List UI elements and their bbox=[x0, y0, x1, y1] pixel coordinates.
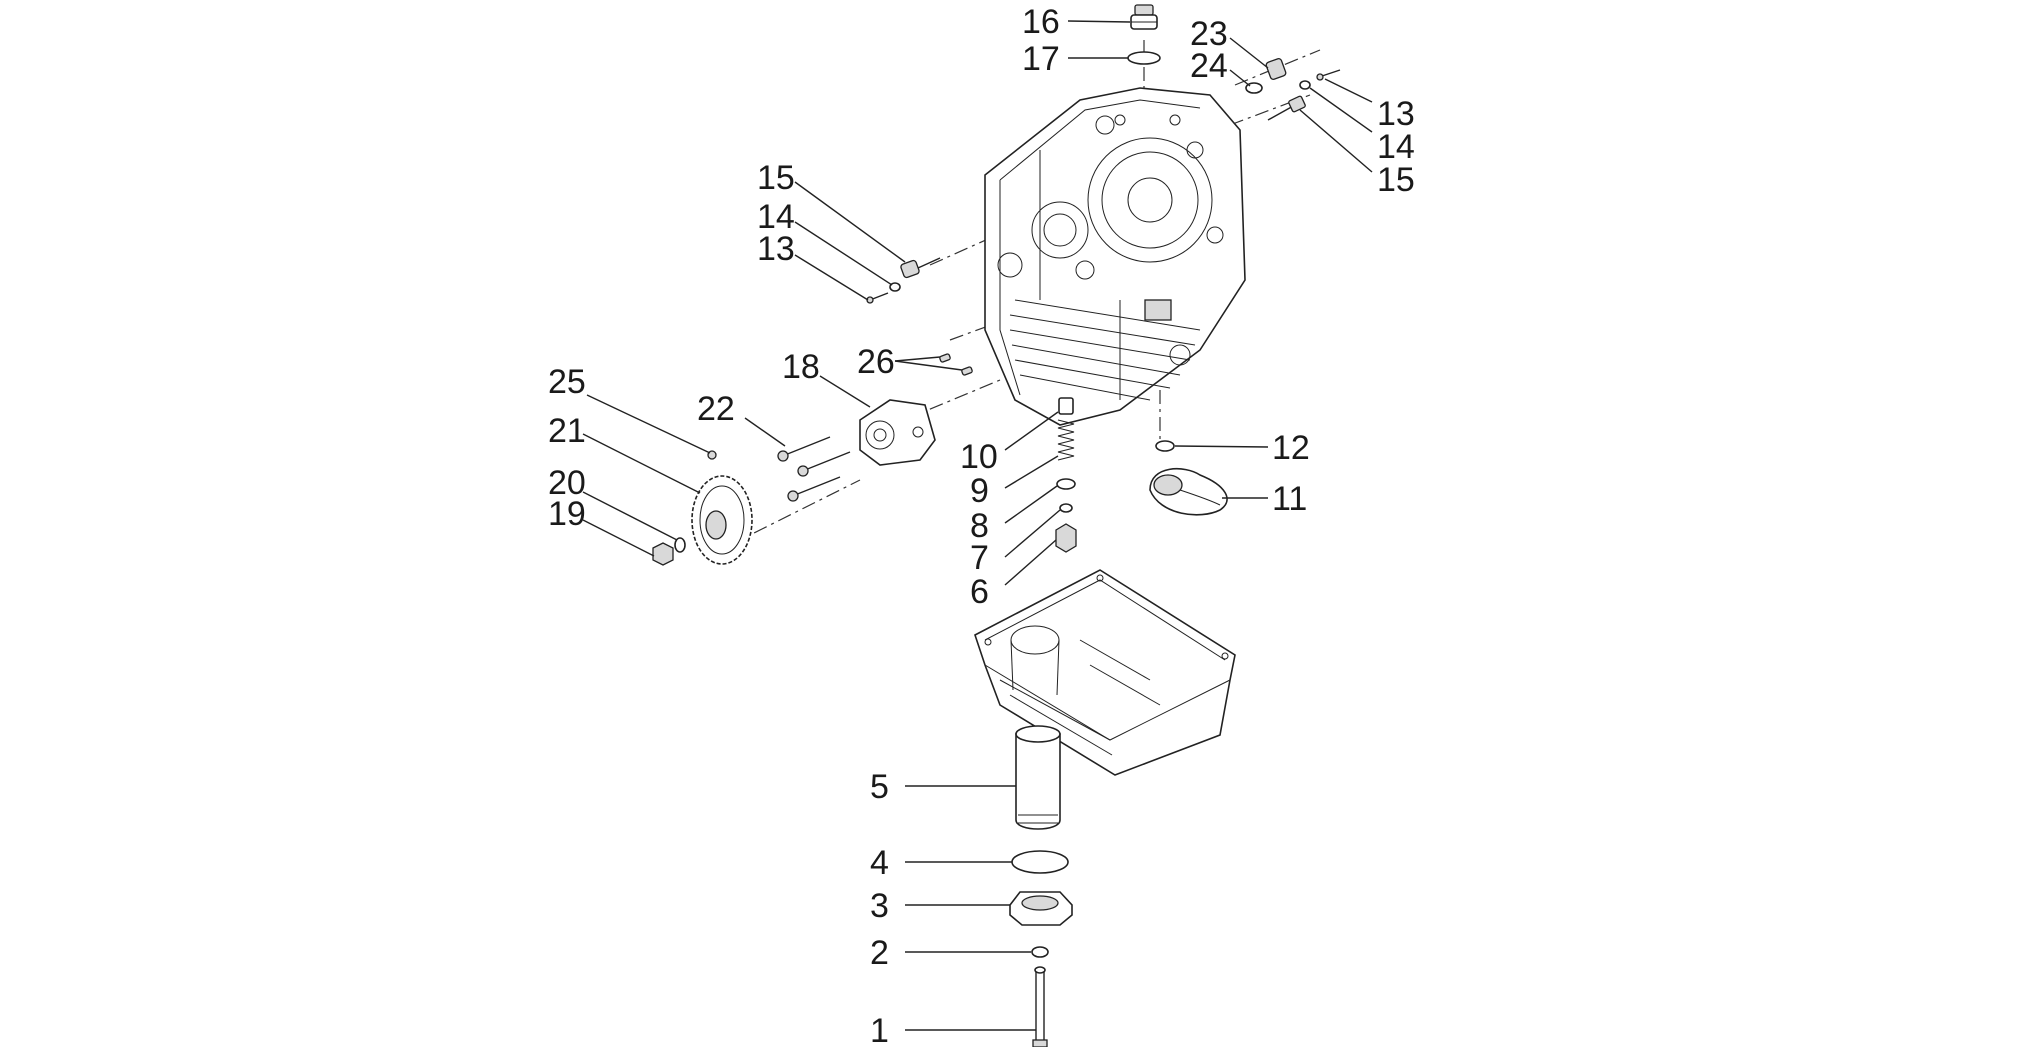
callout-15-right: 15 bbox=[1377, 161, 1415, 199]
callout-10: 10 bbox=[960, 438, 998, 476]
part-11-oil-pickup bbox=[1149, 468, 1228, 516]
callout-23: 23 bbox=[1190, 15, 1228, 53]
callout-21: 21 bbox=[548, 412, 586, 450]
callout-16: 16 bbox=[1022, 3, 1060, 41]
part-12-o-ring bbox=[1155, 440, 1175, 452]
callout-5: 5 bbox=[870, 768, 889, 806]
part-6-plug bbox=[1055, 523, 1077, 553]
callout-4: 4 bbox=[870, 844, 889, 882]
part-7-o-ring bbox=[1059, 503, 1073, 513]
callout-8: 8 bbox=[970, 507, 989, 545]
part-14-washer-left bbox=[889, 282, 901, 292]
part-26-dowel-pins bbox=[939, 353, 973, 376]
callout-14-right: 14 bbox=[1377, 128, 1415, 166]
part-18-oil-pump bbox=[859, 399, 936, 466]
part-5-oil-filter bbox=[1015, 725, 1061, 830]
callout-6: 6 bbox=[970, 573, 989, 611]
callout-13-left: 13 bbox=[757, 230, 795, 268]
part-17-washer bbox=[1127, 51, 1161, 65]
part-8-washer bbox=[1056, 478, 1076, 490]
callout-labels: 16 17 23 24 13 14 15 15 14 13 26 18 25 2… bbox=[548, 3, 1415, 1047]
part-14-washer-right bbox=[1299, 80, 1311, 90]
oil-sump bbox=[974, 569, 1236, 776]
callout-3: 3 bbox=[870, 887, 889, 925]
part-1-long-bolt bbox=[1032, 966, 1048, 1047]
part-10-valve-plunger bbox=[1058, 397, 1074, 415]
callout-7: 7 bbox=[970, 539, 989, 577]
part-2-washer bbox=[1031, 946, 1049, 958]
leader-lines bbox=[582, 20, 1373, 1031]
callout-12: 12 bbox=[1272, 429, 1310, 467]
callout-20: 20 bbox=[548, 464, 586, 502]
part-3-filter-base bbox=[1009, 891, 1073, 926]
callout-25: 25 bbox=[548, 363, 586, 401]
callout-15-left: 15 bbox=[757, 159, 795, 197]
callout-13-right: 13 bbox=[1377, 95, 1415, 133]
callout-1: 1 bbox=[870, 1012, 889, 1047]
part-19-nut bbox=[652, 542, 674, 566]
callout-17: 17 bbox=[1022, 40, 1060, 78]
callout-14-left: 14 bbox=[757, 198, 795, 236]
part-23-plug bbox=[1265, 58, 1287, 80]
callout-22: 22 bbox=[697, 390, 735, 428]
callout-2: 2 bbox=[870, 934, 889, 972]
callout-9: 9 bbox=[970, 472, 989, 510]
part-16-breather-valve bbox=[1130, 4, 1158, 30]
part-21-gear bbox=[691, 475, 753, 565]
part-9-spring bbox=[1057, 419, 1075, 461]
callout-26: 26 bbox=[857, 343, 895, 381]
part-15-oil-pipe-right bbox=[1267, 95, 1306, 121]
callout-19: 19 bbox=[548, 495, 586, 533]
part-4-seal-ring bbox=[1011, 850, 1069, 874]
part-13-screw-right bbox=[1316, 69, 1341, 81]
part-15-oil-pipe-left bbox=[900, 257, 941, 279]
part-13-screw-left bbox=[866, 292, 889, 304]
part-20-washer bbox=[674, 537, 686, 553]
callout-18: 18 bbox=[782, 348, 820, 386]
crankcase-housing bbox=[984, 87, 1246, 426]
callout-11: 11 bbox=[1272, 480, 1307, 518]
callout-24: 24 bbox=[1190, 47, 1228, 85]
part-22-screws bbox=[777, 436, 851, 502]
